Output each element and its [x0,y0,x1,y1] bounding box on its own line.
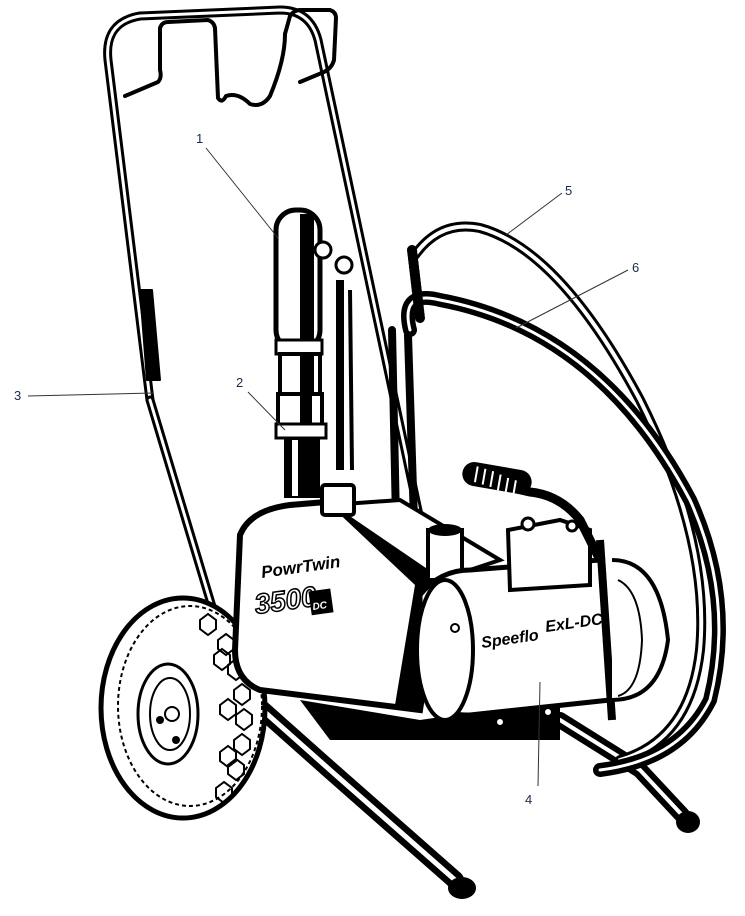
leader-line-1 [205,147,279,239]
leader-line-5 [505,192,563,236]
callout-6: 6 [632,260,640,275]
leader-line-6 [515,269,629,329]
leader-line-2 [247,391,286,431]
callout-3: 3 [14,388,22,403]
base-frame [231,681,700,899]
hoses [388,221,726,777]
motor [415,462,671,727]
callout-4: 4 [525,792,533,807]
brand-dc: DC [312,600,329,613]
leader-lines [27,147,629,787]
gear-housing [231,483,560,740]
callout-5: 5 [565,183,573,198]
leader-line-4 [537,681,541,787]
callout-1: 1 [196,131,204,146]
leader-line-3 [27,392,154,397]
cart-handle-frame [103,5,425,645]
callout-2: 2 [236,375,244,390]
brand-dc-badge [308,588,334,616]
pump-assembly [273,207,354,498]
wheel [98,595,268,821]
